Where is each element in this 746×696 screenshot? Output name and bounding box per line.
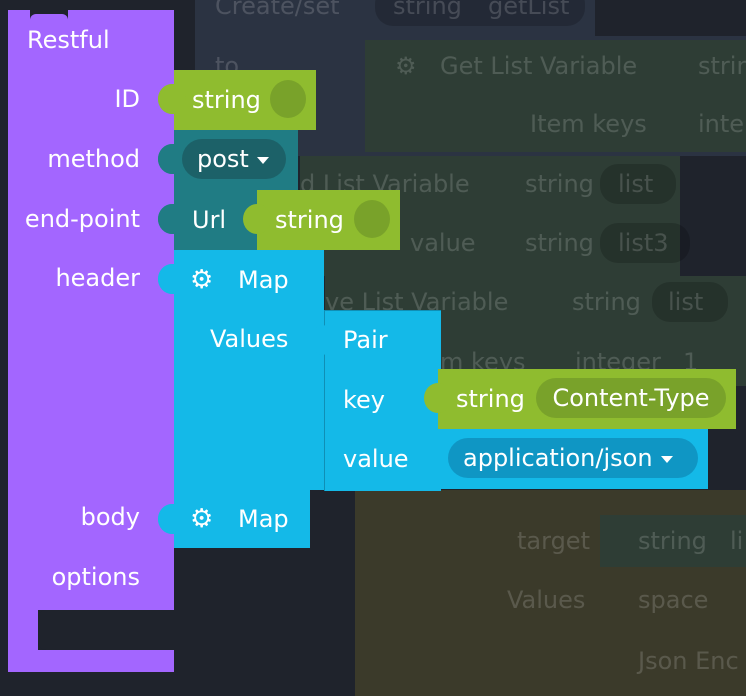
restful-block-top-notch-dip: [30, 14, 68, 22]
bg-space: space: [638, 586, 709, 614]
bg-string-6: string: [638, 527, 707, 555]
pair-connector: [311, 325, 333, 355]
id-string-empty-field[interactable]: [270, 80, 306, 118]
url-string-block[interactable]: string: [243, 190, 400, 250]
restful-title: Restful: [27, 26, 110, 54]
url-label: Url: [192, 206, 227, 234]
id-string-block[interactable]: string: [158, 70, 316, 130]
bg-item-keys: Item keys: [530, 110, 647, 138]
bg-string-3: string: [525, 170, 594, 198]
restful-block-top-notch-right: [68, 10, 174, 22]
pair-block[interactable]: Pair key value: [311, 310, 441, 491]
endpoint-label: end-point: [24, 205, 140, 233]
method-value: post: [197, 145, 249, 173]
bg-get-list-variable: Get List Variable: [440, 52, 638, 80]
method-label: method: [47, 145, 140, 173]
bg-pill-list3: [600, 223, 690, 263]
restful-block-bottom: [8, 650, 174, 672]
bg-pill-list2: [652, 282, 728, 322]
body-label: body: [80, 503, 140, 531]
pair-label: Pair: [343, 326, 388, 354]
key-string-block[interactable]: string Content-Type: [424, 369, 736, 429]
chevron-down-icon: [256, 156, 269, 164]
gear-icon[interactable]: ⚙: [190, 504, 214, 534]
bg-gear-icon: ⚙: [395, 52, 417, 80]
restful-block-statement-left: [8, 610, 38, 650]
url-string-type: string: [275, 206, 344, 234]
chevron-down-icon: [660, 455, 673, 463]
bg-string-5: string: [572, 288, 641, 316]
restful-block-slot: [38, 610, 174, 650]
value-json-block[interactable]: application/json: [424, 429, 708, 489]
method-socket: [158, 144, 174, 174]
body-map-label: Map: [238, 505, 289, 533]
value-dropdown-text: application/json: [463, 444, 653, 472]
key-value-field[interactable]: Content-Type: [536, 378, 726, 418]
bg-json-enc: Json Enc: [638, 647, 739, 675]
id-socket: [158, 84, 174, 114]
bg-list-2: list: [668, 288, 704, 316]
body-map-block[interactable]: ⚙ Map: [158, 490, 310, 548]
key-value-text: Content-Type: [552, 384, 710, 412]
bg-target: target: [517, 527, 590, 555]
url-string-connector: [243, 204, 271, 234]
header-socket: [158, 264, 174, 294]
bg-string-1: string: [393, 0, 462, 20]
method-block[interactable]: post: [158, 130, 298, 190]
bg-li: li: [730, 527, 744, 555]
header-map-label: Map: [238, 266, 289, 294]
key-string-connector: [424, 383, 452, 413]
restful-block-top-notch: [8, 10, 30, 22]
bg-value: value: [410, 229, 476, 257]
bg-block-top: [195, 0, 595, 36]
key-string-type: string: [456, 385, 525, 413]
method-dropdown[interactable]: post: [182, 139, 286, 179]
value-label: value: [343, 445, 409, 473]
gear-icon[interactable]: ⚙: [190, 265, 214, 295]
bg-list-3: list3: [618, 229, 669, 257]
value-json-connector: [424, 443, 452, 473]
bg-string-4: string: [525, 229, 594, 257]
header-map-block[interactable]: ⚙ Map Values: [158, 250, 324, 490]
bg-inte: inte: [698, 110, 745, 138]
bg-getlist: getList: [488, 0, 570, 20]
bg-list-1: list: [618, 170, 654, 198]
options-label: options: [51, 563, 140, 591]
id-label: ID: [114, 85, 140, 113]
header-label: header: [55, 264, 140, 292]
bg-values: Values: [507, 586, 586, 614]
endpoint-socket: [158, 204, 174, 234]
bg-pill-getlist: [375, 0, 585, 26]
bg-block-bottom-inner: [600, 515, 746, 567]
bg-create-set: Create/set: [215, 0, 340, 20]
id-string-type: string: [192, 86, 261, 114]
key-label: key: [343, 386, 386, 414]
value-dropdown[interactable]: application/json: [448, 438, 698, 478]
bg-pill-list1: [600, 164, 676, 204]
url-string-empty-field[interactable]: [354, 200, 390, 238]
restful-block-spine: [8, 22, 174, 610]
bg-string-2: strin: [698, 52, 746, 80]
body-socket: [158, 504, 174, 534]
values-label: Values: [210, 325, 289, 353]
bg-block-getlist-inner: [365, 40, 746, 152]
